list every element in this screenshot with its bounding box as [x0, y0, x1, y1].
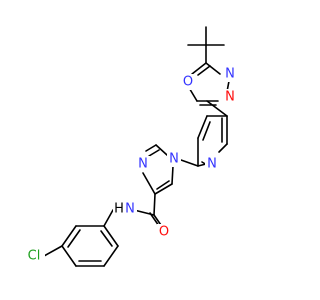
svg-text:N: N [125, 202, 135, 217]
atom-n-oxadiazole-lower: N [223, 89, 237, 105]
molecule-structure: N O N N N N O N H Cl [23, 26, 237, 267]
pyridine-imidazole-bond [180, 159, 199, 167]
atom-n-oxadiazole-upper: N [223, 66, 237, 82]
svg-text:N: N [169, 152, 179, 167]
chlorobenzene-ring [43, 225, 119, 267]
benzyl-ch2-bond [103, 209, 114, 227]
tert-butyl-group [187, 26, 225, 64]
atom-n-pyridine: N [205, 156, 219, 172]
svg-text:N: N [138, 157, 148, 172]
svg-text:N: N [207, 157, 217, 172]
atom-o-carbonyl: O [157, 224, 171, 240]
imidazole-ring [142, 144, 174, 195]
svg-text:Cl: Cl [28, 249, 41, 264]
svg-text:O: O [159, 225, 169, 240]
atom-n-imidazole-3: N [136, 156, 150, 172]
atom-chlorine: Cl [23, 248, 45, 264]
atom-nh-amide: N H [113, 201, 137, 217]
atom-n-imidazole-1: N [167, 151, 181, 167]
carboxamide-group [133, 193, 164, 229]
atom-o-oxadiazole: O [181, 74, 195, 90]
oxadiazole-ring [187, 62, 230, 106]
svg-text:O: O [183, 75, 193, 90]
svg-text:N: N [225, 90, 235, 105]
svg-text:H: H [114, 202, 124, 217]
svg-text:N: N [225, 67, 235, 82]
